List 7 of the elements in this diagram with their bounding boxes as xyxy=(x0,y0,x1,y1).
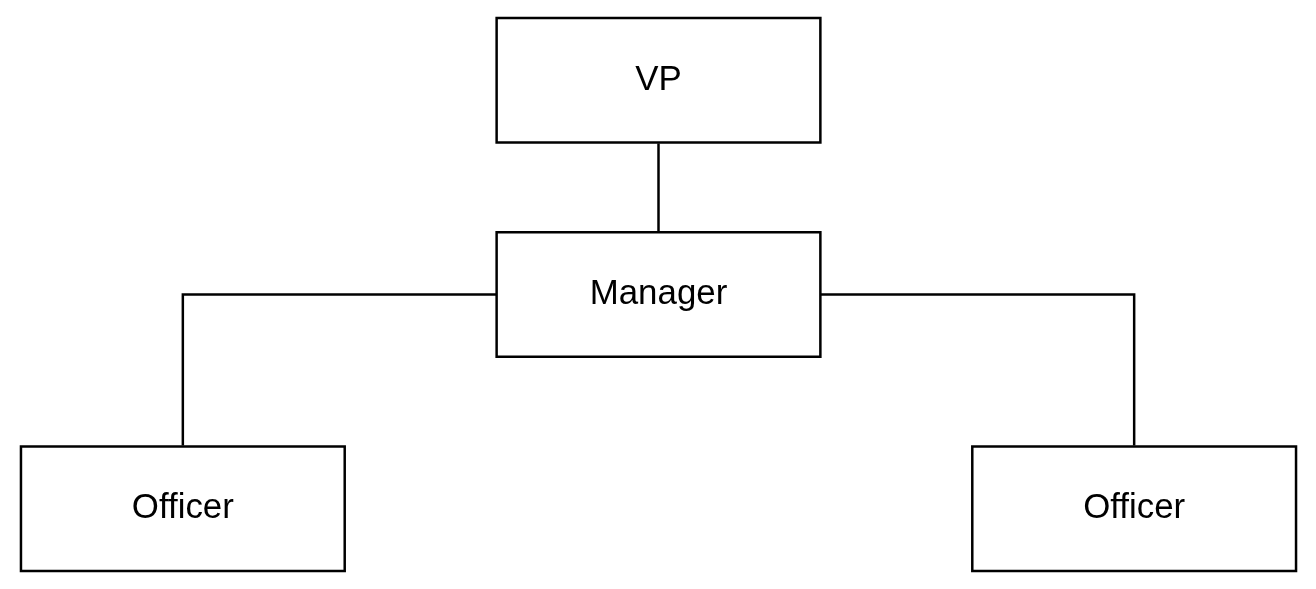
node-box: Officer xyxy=(19,445,346,573)
connector xyxy=(656,143,660,232)
node-box: Manager xyxy=(494,231,822,358)
node-box: VP xyxy=(494,16,822,144)
connector xyxy=(820,293,1135,446)
connector xyxy=(181,293,496,446)
node-box: Officer xyxy=(970,445,1297,573)
